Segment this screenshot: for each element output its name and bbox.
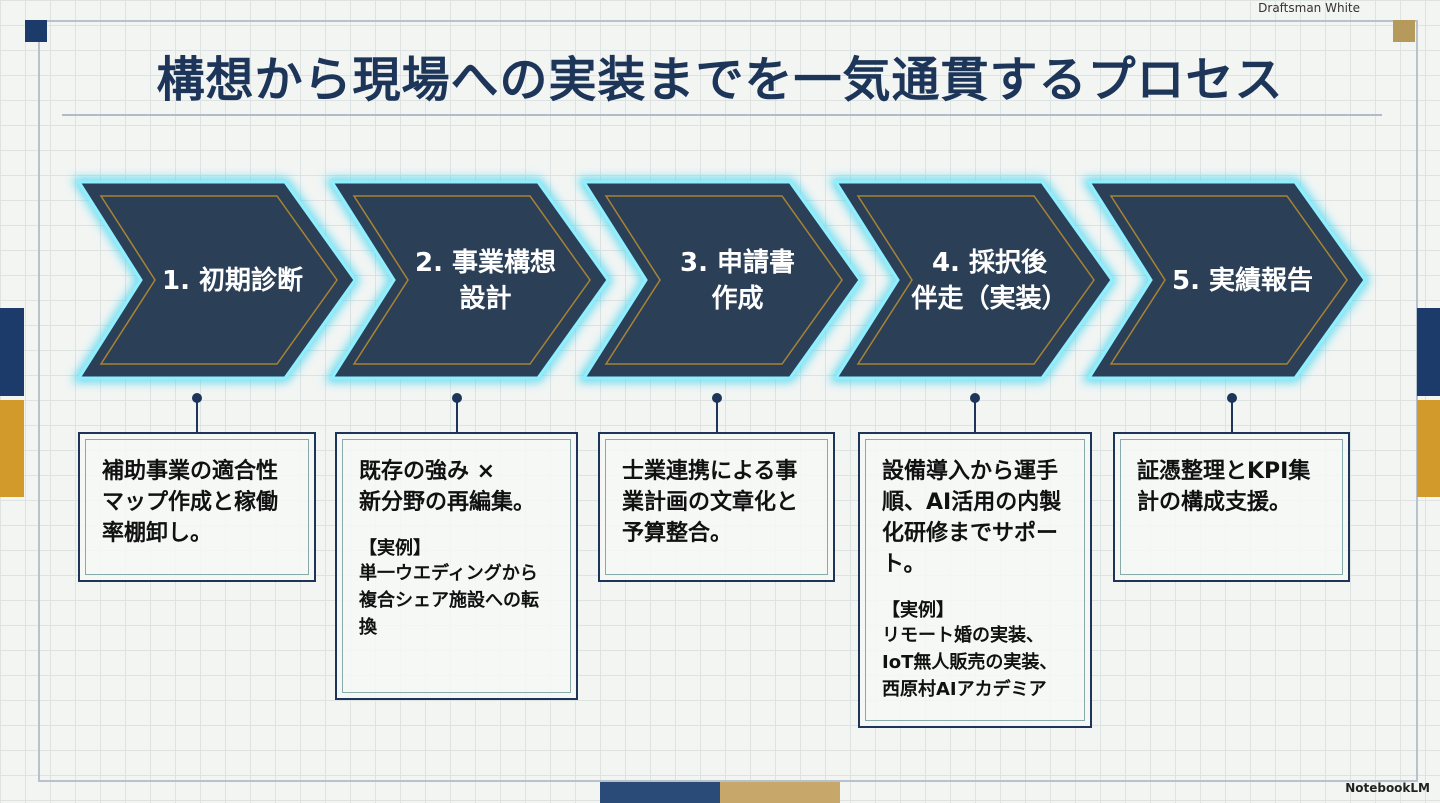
page-title: 構想から現場への実装までを一気通貫するプロセス [156, 52, 1284, 108]
step-description-card: 士業連携による事業計画の文章化と予算整合。 [598, 432, 835, 582]
process-step-2: 2. 事業構想 設計 [324, 178, 613, 383]
chevron-shape [828, 178, 1117, 382]
step-description: 補助事業の適合性マップ作成と稼働率棚卸し。 [102, 459, 279, 546]
step-label: 2. 事業構想 設計 [414, 247, 557, 314]
connector-dot [451, 393, 462, 403]
step-description-card: 証憑整理とKPI集計の構成支援。 [1113, 432, 1350, 582]
connector-line [455, 398, 458, 432]
connector-line [974, 398, 976, 432]
bottom-bar-navy [600, 782, 720, 803]
connector-dot [711, 393, 722, 403]
slide-frame [38, 20, 1418, 782]
step-description: 設備導入から運手順、AI活用の内製化研修までサポート。 [882, 459, 1062, 577]
step-description: 証憑整理とKPI集計の構成支援。 [1137, 459, 1311, 515]
theme-label: Draftsman White [1258, 1, 1360, 15]
step-description-card: 補助事業の適合性マップ作成と稼働率棚卸し。 [78, 432, 316, 582]
chevron-shape [71, 178, 360, 382]
step-label: 4. 採択後 伴走（実装） [911, 247, 1068, 314]
step-label: 1. 初期診断 [161, 265, 304, 296]
connector-dot [192, 393, 202, 403]
step-description-card: 既存の強み × 新分野の再編集。【実例】 単一ウエディングから複合シェア施設への… [335, 432, 578, 700]
process-step-4: 4. 採択後 伴走（実装） [828, 178, 1117, 383]
chevron-shape [1081, 178, 1370, 382]
step-description: 士業連携による事業計画の文章化と予算整合。 [622, 459, 799, 546]
example-heading: 【実例】 [882, 600, 954, 621]
process-step-3: 3. 申請書 作成 [576, 178, 865, 383]
notebooklm-watermark: NotebookLM [1345, 781, 1430, 795]
example-text: リモート婚の実装、 IoT無人販売の実装、 西原村AIアカデミア [882, 625, 1058, 700]
process-step-1: 1. 初期診断 [71, 178, 360, 383]
step-description-card: 設備導入から運手順、AI活用の内製化研修までサポート。【実例】 リモート婚の実装… [858, 432, 1092, 728]
side-bar-navy-left [0, 308, 24, 396]
step-description: 既存の強み × 新分野の再編集。 [359, 459, 536, 515]
process-step-5: 5. 実績報告 [1081, 178, 1370, 383]
step-label: 5. 実績報告 [1171, 265, 1314, 296]
bottom-bar-gold [720, 782, 840, 803]
example-heading: 【実例】 [359, 538, 431, 559]
side-bar-navy-right [1417, 308, 1440, 396]
connector-line [715, 398, 718, 432]
connector-dot [1226, 393, 1237, 403]
corner-square-navy [25, 20, 47, 42]
chevron-shape [324, 178, 613, 382]
connector-dot [970, 393, 980, 403]
corner-square-gold [1393, 20, 1415, 42]
side-bar-gold-right [1417, 400, 1440, 497]
chevron-shape [576, 178, 865, 382]
connector-line [1230, 398, 1233, 432]
step-label: 3. 申請書 作成 [679, 247, 796, 314]
connector-line [196, 398, 198, 432]
example-text: 単一ウエディングから複合シェア施設への転換 [359, 563, 539, 638]
title-divider [62, 114, 1382, 116]
side-bar-gold-left [0, 400, 24, 497]
